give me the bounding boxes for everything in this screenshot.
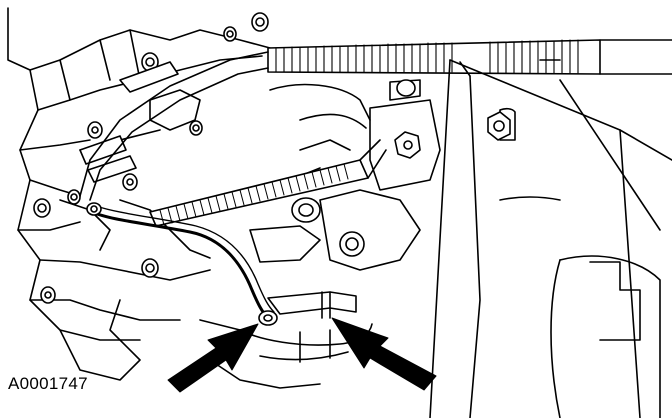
center-components — [249, 79, 441, 271]
highlighted-tube — [90, 205, 275, 320]
block-bolts — [33, 12, 269, 304]
bolt-icon — [33, 198, 51, 218]
tube-connector-left — [86, 202, 102, 216]
bolt-icon — [141, 258, 159, 278]
bolt-icon — [87, 121, 103, 139]
wiring-harness-top — [79, 39, 672, 201]
callout-arrow-left-icon — [167, 323, 259, 393]
mounting-bracket — [79, 61, 179, 183]
lower-fitting — [199, 291, 373, 389]
bolt-icon — [251, 12, 269, 32]
bolt-icon — [122, 173, 138, 191]
bolt-icon — [223, 26, 237, 42]
callout-arrow-right-icon — [331, 317, 437, 391]
bolt-icon — [40, 286, 56, 304]
bolt-icon — [487, 111, 511, 141]
bolt-icon — [67, 189, 81, 205]
bolt-icon — [189, 120, 203, 136]
bolt-icon — [394, 131, 421, 159]
transmission-housing — [429, 59, 672, 418]
figure-reference-code: A0001747 — [8, 374, 88, 393]
